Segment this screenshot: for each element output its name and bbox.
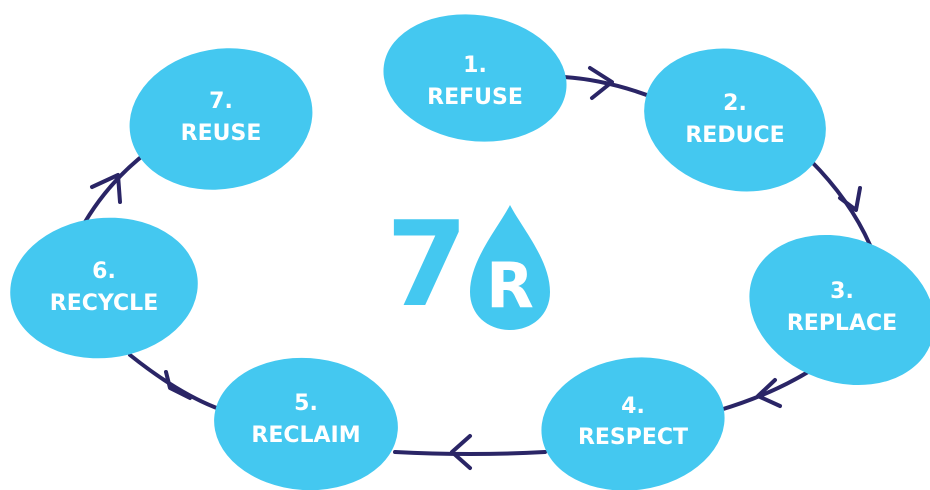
step-node-refuse: 1. REFUSE: [383, 14, 567, 142]
step-bubble: [383, 14, 567, 142]
arrow-head-to-reclaim: [450, 434, 472, 470]
logo-number: 7: [386, 195, 468, 333]
step-node-respect: 4. RESPECT: [541, 357, 725, 490]
step-node-reduce: 2. REDUCE: [644, 48, 826, 192]
connector-replace-to-respect: [718, 370, 810, 412]
step-node-reuse: 7. REUSE: [129, 48, 313, 190]
arrow-head-to-replace: [838, 186, 862, 212]
step-number: 7.: [209, 89, 233, 114]
step-number: 6.: [92, 259, 116, 284]
step-node-reclaim: 5. RECLAIM: [214, 357, 398, 490]
arrow-head-to-respect: [756, 378, 782, 408]
step-bubble: [10, 217, 198, 359]
water-drop-icon: [470, 205, 550, 330]
step-label: RECLAIM: [251, 423, 360, 448]
step-label: REFUSE: [427, 85, 523, 110]
step-bubble: [749, 234, 930, 386]
arrow-heads: [90, 66, 862, 470]
step-number: 4.: [621, 394, 645, 419]
step-number: 1.: [463, 53, 487, 78]
step-bubble: [129, 48, 313, 190]
step-number: 5.: [294, 391, 318, 416]
arrow-head-to-recycle: [164, 370, 192, 400]
connector-respect-to-reclaim: [393, 450, 547, 456]
step-node-recycle: 6. RECYCLE: [10, 217, 198, 359]
connector-reduce-to-replace: [808, 158, 872, 247]
step-number: 3.: [830, 279, 854, 304]
step-number: 2.: [723, 91, 747, 116]
logo-letter: R: [486, 249, 534, 322]
step-bubble: [214, 357, 398, 490]
step-node-replace: 3. REPLACE: [749, 234, 930, 386]
seven-r-logo: 7 R: [386, 195, 550, 333]
step-label: REUSE: [181, 121, 262, 146]
connector-reclaim-to-recycle: [128, 353, 224, 412]
step-label: RESPECT: [578, 425, 688, 450]
step-bubble: [644, 48, 826, 192]
step-label: REDUCE: [685, 123, 784, 148]
arrow-head-to-reuse: [90, 173, 122, 204]
step-label: RECYCLE: [50, 291, 158, 316]
arrow-head-to-reduce: [588, 66, 614, 100]
connector-ring: [83, 75, 872, 456]
step-label: REPLACE: [787, 311, 897, 336]
step-bubble: [541, 357, 725, 490]
